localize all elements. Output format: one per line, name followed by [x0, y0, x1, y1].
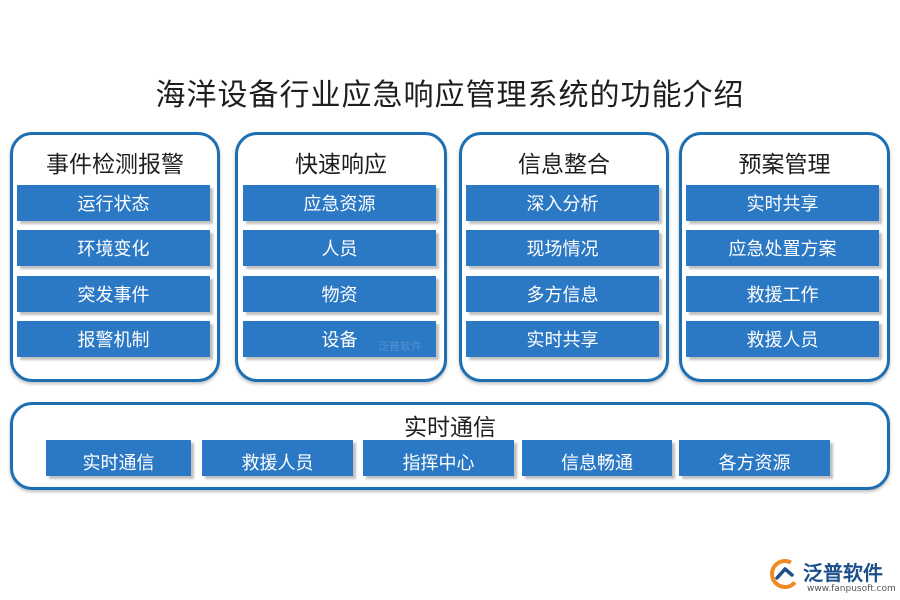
- item-box: 运行状态: [17, 185, 210, 221]
- panel-title: 预案管理: [738, 152, 831, 178]
- panel-realtime-communication: 实时通信 实时通信 救援人员 指挥中心 信息畅通 各方资源: [10, 402, 890, 490]
- fanpu-logo-icon: [770, 559, 800, 589]
- item-box: 实时共享: [466, 321, 659, 357]
- item-box: 设备: [243, 321, 436, 357]
- logo-name: 泛普软件: [803, 561, 883, 585]
- item-box: 人员: [243, 230, 436, 266]
- item-box: 救援工作: [686, 276, 879, 312]
- panel-title: 信息整合: [518, 152, 610, 178]
- panel-title: 快速响应: [295, 152, 387, 178]
- item-box: 实时通信: [46, 440, 191, 476]
- item-box: 实时共享: [686, 185, 879, 221]
- item-box: 多方信息: [466, 276, 659, 312]
- item-box: 现场情况: [466, 230, 659, 266]
- brand-logo: 泛普软件 www.fanpusoft.com: [768, 555, 896, 595]
- panel-title: 事件检测报警: [46, 152, 184, 178]
- panel-event-detection: 事件检测报警 运行状态 环境变化 突发事件 报警机制: [10, 132, 220, 382]
- page-title: 海洋设备行业应急响应管理系统的功能介绍: [155, 78, 745, 113]
- panel-info-integration: 信息整合 深入分析 现场情况 多方信息 实时共享: [459, 132, 669, 382]
- item-box: 信息畅通: [522, 440, 672, 476]
- item-box: 各方资源: [679, 440, 830, 476]
- item-box: 应急处置方案: [686, 230, 879, 266]
- item-box: 报警机制: [17, 321, 210, 357]
- watermark: 泛普软件: [378, 340, 422, 353]
- item-box: 指挥中心: [363, 440, 514, 476]
- item-box: 应急资源: [243, 185, 436, 221]
- panel-rapid-response: 快速响应 应急资源 人员 物资 设备: [235, 132, 447, 382]
- item-box: 突发事件: [17, 276, 210, 312]
- item-box: 物资: [243, 276, 436, 312]
- panel-plan-management: 预案管理 实时共享 应急处置方案 救援工作 救援人员: [679, 132, 890, 382]
- logo-url: www.fanpusoft.com: [807, 584, 896, 594]
- item-box: 深入分析: [466, 185, 659, 221]
- item-box: 救援人员: [686, 321, 879, 357]
- panel-title: 实时通信: [404, 415, 496, 441]
- item-box: 救援人员: [202, 440, 353, 476]
- item-box: 环境变化: [17, 230, 210, 266]
